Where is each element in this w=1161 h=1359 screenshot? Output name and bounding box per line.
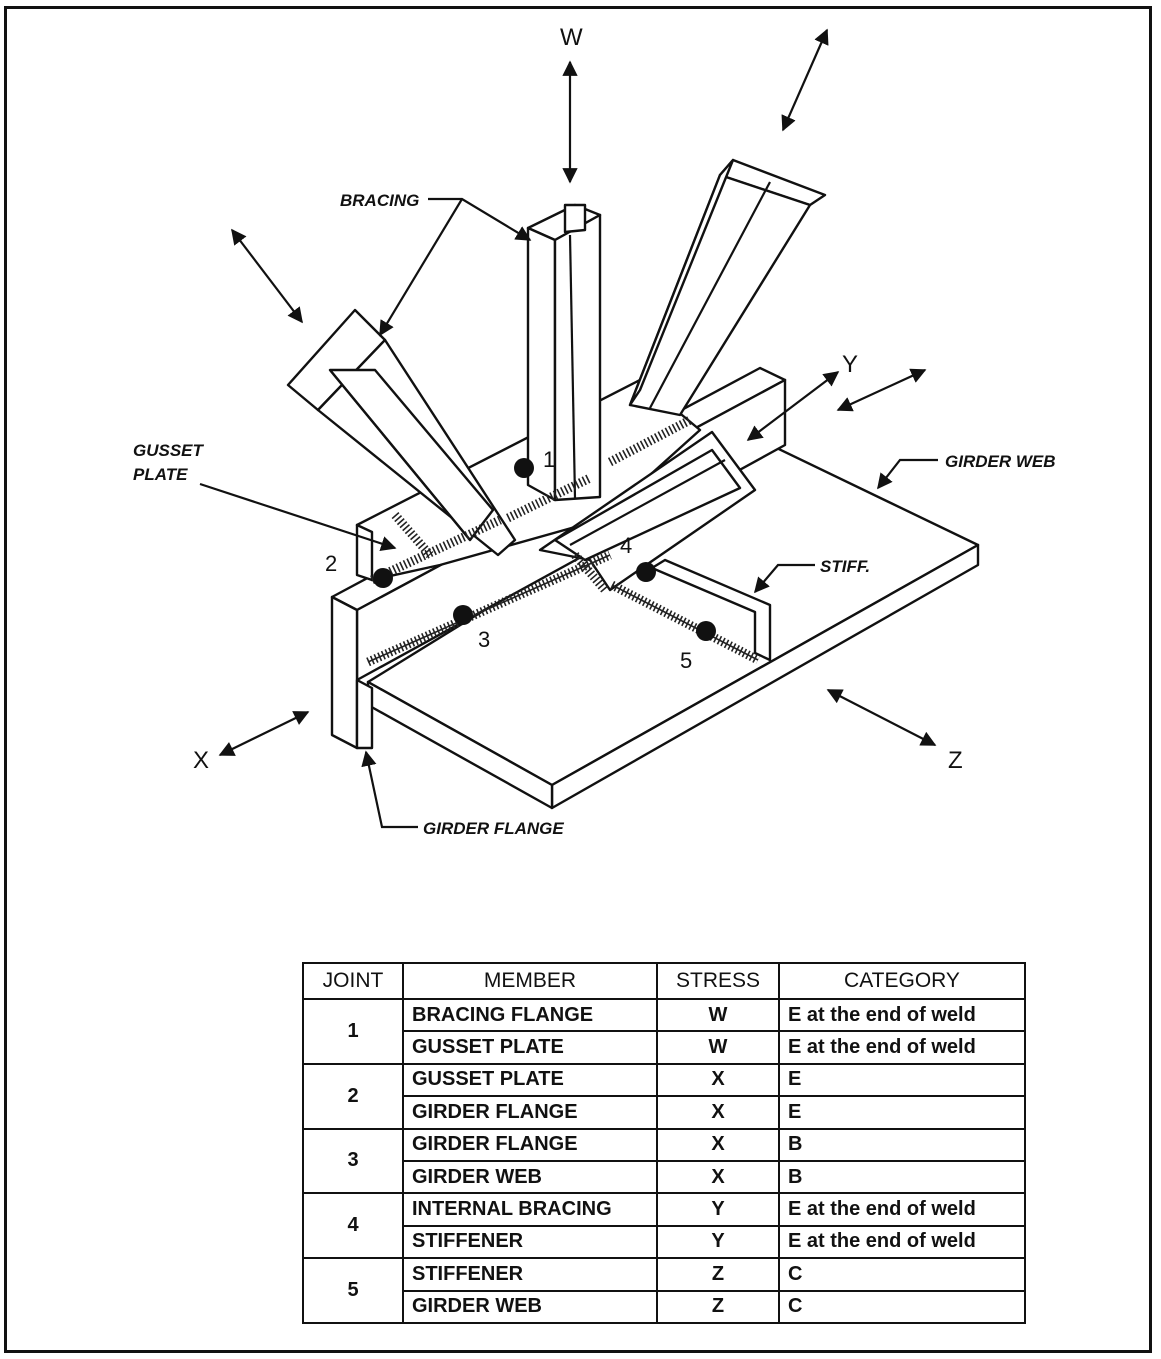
internal-bracing: [538, 430, 757, 592]
joint-cell: 4: [302, 1192, 404, 1260]
header-member: MEMBER: [402, 962, 658, 1000]
stress-arrows: [218, 28, 937, 756]
axis-label-x: X: [193, 747, 209, 774]
stress-cell: X: [656, 1127, 780, 1162]
table-row: GIRDER WEB X B: [303, 1159, 1026, 1195]
table-row: GIRDER FLANGE X E: [303, 1095, 1026, 1130]
member-cell: STIFFENER: [402, 1257, 658, 1292]
stress-cell: Y: [656, 1224, 780, 1260]
member-cell: GIRDER WEB: [402, 1159, 658, 1195]
member-cell: BRACING FLANGE: [402, 997, 658, 1033]
table-header-row: JOINT MEMBER STRESS CATEGORY: [302, 962, 1026, 1000]
joint-cell: 3: [302, 1127, 404, 1195]
joint-dot-1: [514, 458, 534, 478]
left-bracing: [286, 308, 517, 557]
stress-cell: Y: [656, 1192, 780, 1227]
header-joint: JOINT: [302, 962, 404, 1000]
table-row: 3 GIRDER FLANGE X B: [302, 1127, 1026, 1195]
stress-cell: X: [656, 1159, 780, 1195]
stress-cell: X: [656, 1095, 780, 1130]
category-cell: E at the end of weld: [778, 1030, 1026, 1065]
label-gusset-line2: PLATE: [133, 465, 188, 484]
category-cell: E at the end of weld: [778, 1192, 1026, 1227]
table-row: 5 STIFFENER Z C: [302, 1257, 1026, 1324]
weld-seams: [366, 416, 761, 667]
table-row: GIRDER WEB Z C: [303, 1289, 1026, 1324]
category-cell: B: [778, 1159, 1026, 1195]
stress-cell: Z: [656, 1289, 780, 1324]
axis-label-y: Y: [842, 351, 858, 378]
category-cell: E: [778, 1062, 1026, 1098]
label-gusset-line1: GUSSET: [133, 441, 205, 460]
category-cell: E: [778, 1095, 1026, 1130]
joint-cell: 2: [302, 1062, 404, 1130]
member-cell: GIRDER FLANGE: [402, 1095, 658, 1130]
header-category: CATEGORY: [778, 962, 1026, 1000]
table-row: 2 GUSSET PLATE X E: [302, 1062, 1026, 1130]
category-cell: C: [778, 1289, 1026, 1324]
joint-cell: 1: [302, 998, 404, 1065]
axis-label-w: W: [560, 24, 583, 51]
center-bracing: [526, 203, 602, 502]
member-cell: GUSSET PLATE: [402, 1062, 658, 1098]
joint-dot-2: [373, 568, 393, 588]
joint-dot-3: [453, 605, 473, 625]
label-stiffener: STIFF.: [820, 557, 870, 576]
joint-number-4: 4: [620, 533, 632, 558]
category-cell: E at the end of weld: [778, 997, 1026, 1033]
member-cell: INTERNAL BRACING: [402, 1192, 658, 1227]
joint-cell: 5: [302, 1257, 404, 1324]
joint-number-5: 5: [680, 648, 692, 673]
stress-cell: W: [656, 997, 780, 1033]
table-row: 4 INTERNAL BRACING Y E at the end of wel…: [302, 1192, 1026, 1260]
stress-cell: Z: [656, 1257, 780, 1292]
joint-dot-4: [636, 562, 656, 582]
category-cell: E at the end of weld: [778, 1224, 1026, 1260]
joint-number-2: 2: [325, 551, 337, 576]
stress-cell: W: [656, 1030, 780, 1065]
member-cell: GIRDER FLANGE: [402, 1127, 658, 1162]
member-cell: GUSSET PLATE: [402, 1030, 658, 1065]
member-cell: GIRDER WEB: [402, 1289, 658, 1324]
table-row: 1 BRACING FLANGE W E at the end of weld: [302, 997, 1026, 1065]
label-girder-web: GIRDER WEB: [945, 452, 1056, 471]
table-row: STIFFENER Y E at the end of weld: [303, 1224, 1026, 1260]
category-cell: B: [778, 1127, 1026, 1162]
label-bracing: BRACING: [340, 191, 419, 210]
joint-number-3: 3: [478, 627, 490, 652]
label-girder-flange: GIRDER FLANGE: [423, 819, 564, 838]
member-cell: STIFFENER: [402, 1224, 658, 1260]
fatigue-category-table: JOINT MEMBER STRESS CATEGORY 1 BRACING F…: [302, 962, 1026, 1324]
table-row: GUSSET PLATE W E at the end of weld: [303, 1030, 1026, 1065]
axis-label-z: Z: [948, 747, 963, 774]
right-upper-bracing: [628, 158, 827, 417]
welded-joint-diagram: 1 2 3 4 5 W Y X Z BRACING GUSSET PLATE G…: [133, 24, 1056, 838]
joint-number-1: 1: [543, 447, 555, 472]
header-stress: STRESS: [656, 962, 780, 1000]
stress-cell: X: [656, 1062, 780, 1098]
category-cell: C: [778, 1257, 1026, 1292]
joint-dot-5: [696, 621, 716, 641]
